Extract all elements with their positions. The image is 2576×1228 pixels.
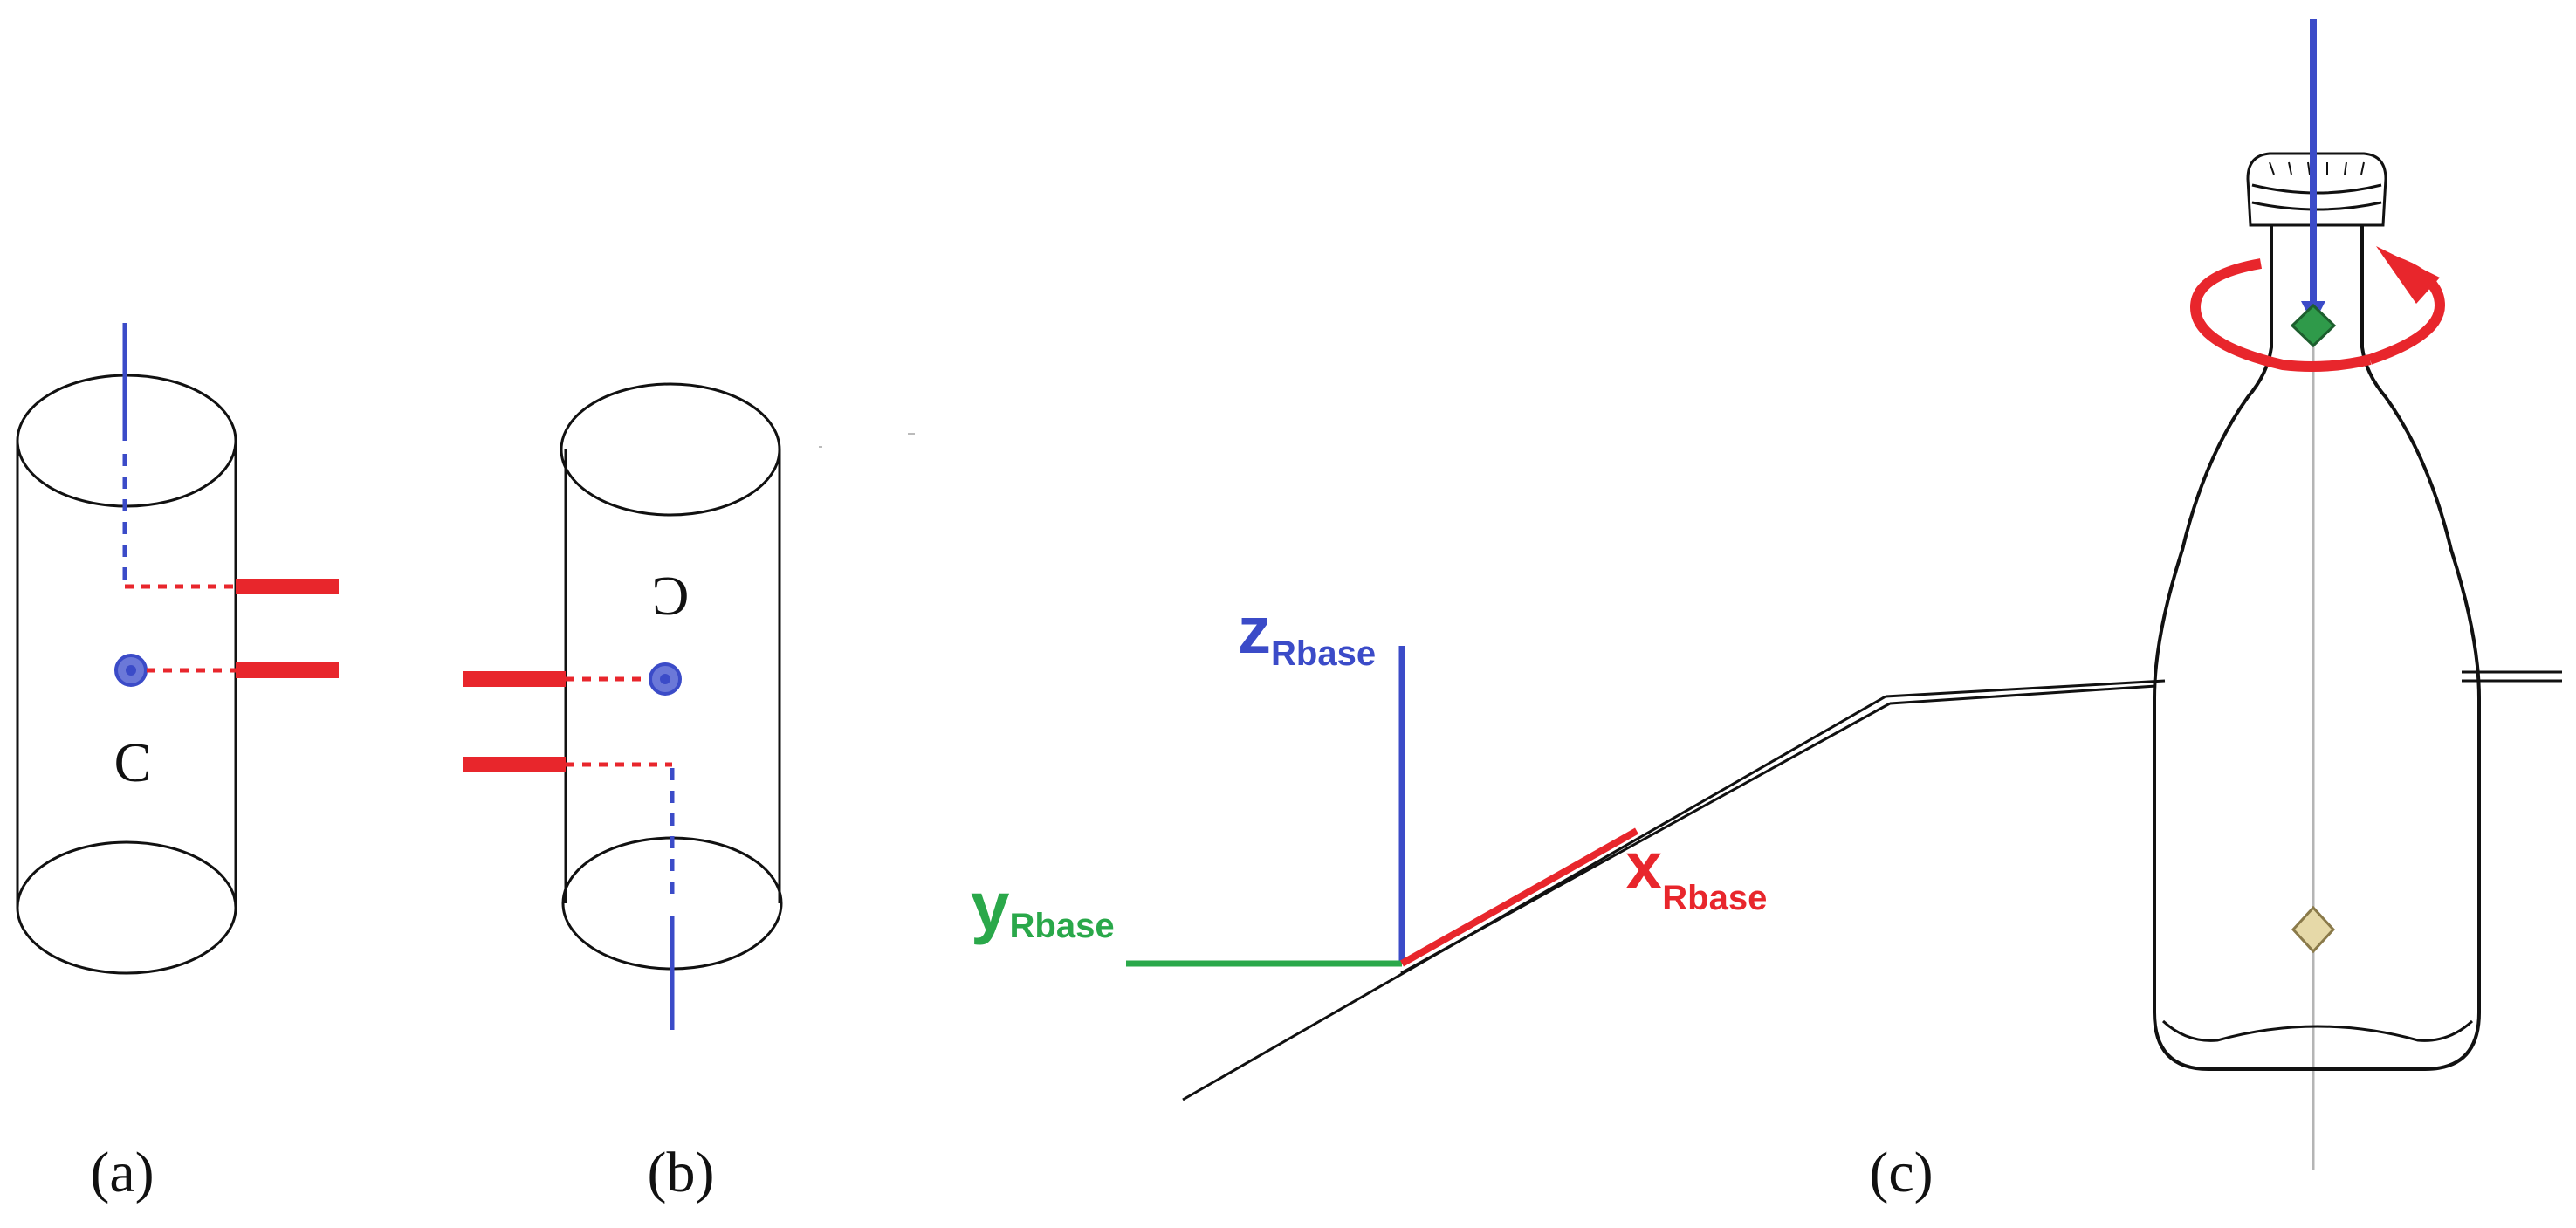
y-axis-label: yRbase — [971, 868, 1115, 945]
base-lines — [1182, 670, 2562, 1101]
x-axis-label: xRbase — [1625, 829, 1767, 917]
z-axis-label: zRbase — [1238, 593, 1376, 673]
coordinate-frame — [1126, 646, 1638, 967]
red-arms-b — [463, 671, 566, 772]
bottle-punt — [2161, 1019, 2474, 1042]
y-axis-letter: y — [971, 868, 1010, 945]
glyph-b: C — [652, 566, 690, 628]
x-axis-subscript: Rbase — [1662, 879, 1767, 917]
z-axis-subscript: Rbase — [1271, 635, 1376, 673]
red-arms-a — [236, 579, 339, 678]
caption-b: (b) — [648, 1141, 715, 1204]
bottle-outline — [2153, 225, 2481, 1071]
rotation-arrowhead — [2376, 246, 2440, 304]
red-dotted-links-a — [125, 584, 236, 673]
y-axis-subscript: Rbase — [1010, 907, 1115, 945]
grasp-marker — [2290, 303, 2337, 348]
panel-b: C (b) — [463, 382, 915, 1204]
z-axis-letter: z — [1238, 593, 1271, 668]
x-axis-letter: x — [1625, 829, 1662, 903]
red-dotted-links-b — [566, 676, 672, 767]
center-dot-a — [114, 654, 148, 687]
caption-c: (c) — [1869, 1141, 1933, 1204]
glyph-a: C — [114, 731, 152, 793]
caption-a: (a) — [90, 1141, 154, 1204]
panel-a: C (a) — [16, 323, 339, 1204]
x-axis — [1400, 827, 1638, 967]
bottom-marker — [2291, 905, 2336, 954]
panel-c: zRbase yRbase xRbase — [971, 19, 2562, 1204]
center-dot-b — [649, 662, 682, 696]
